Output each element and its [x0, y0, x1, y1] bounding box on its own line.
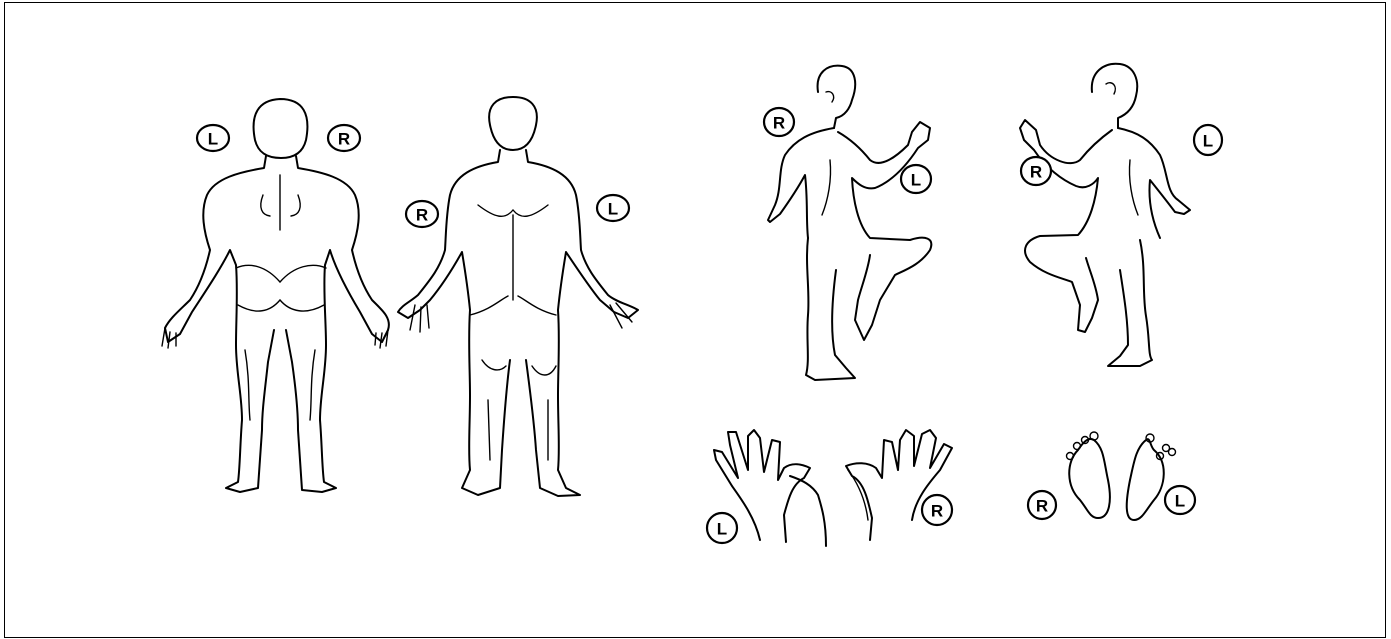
front-left-label: R	[416, 206, 428, 225]
feet-left-label: R	[1036, 497, 1048, 516]
side-left-upper-label: L	[1203, 132, 1213, 151]
back-view-figure	[162, 99, 389, 492]
feet-right-label: L	[1175, 492, 1185, 511]
back-right-badge: R	[328, 125, 360, 151]
side-view-right-figure	[768, 66, 931, 380]
side-left-upper-badge: L	[1194, 125, 1222, 155]
front-right-label: L	[608, 200, 618, 219]
front-view-figure	[398, 97, 638, 496]
side-left-lower-label: R	[1030, 163, 1042, 182]
front-right-badge: L	[597, 195, 629, 221]
front-left-badge: R	[406, 201, 438, 227]
hands-right-label: R	[931, 502, 943, 521]
feet-right-badge: L	[1165, 486, 1195, 514]
side-right-lower-label: L	[911, 171, 921, 190]
hands-left-badge: L	[707, 513, 737, 543]
hands-right-badge: R	[922, 495, 952, 525]
hands-left-label: L	[717, 520, 727, 539]
back-right-label: R	[338, 130, 350, 149]
side-view-left-figure	[1020, 64, 1190, 366]
side-right-upper-label: R	[773, 114, 785, 133]
side-right-upper-badge: R	[764, 108, 794, 136]
side-left-lower-badge: R	[1021, 157, 1051, 185]
back-left-badge: L	[197, 125, 229, 151]
feet-left-badge: R	[1028, 491, 1056, 519]
hands-figure	[714, 430, 952, 546]
side-right-lower-badge: L	[901, 165, 931, 193]
feet-figure	[1067, 432, 1176, 520]
back-left-label: L	[208, 130, 218, 149]
